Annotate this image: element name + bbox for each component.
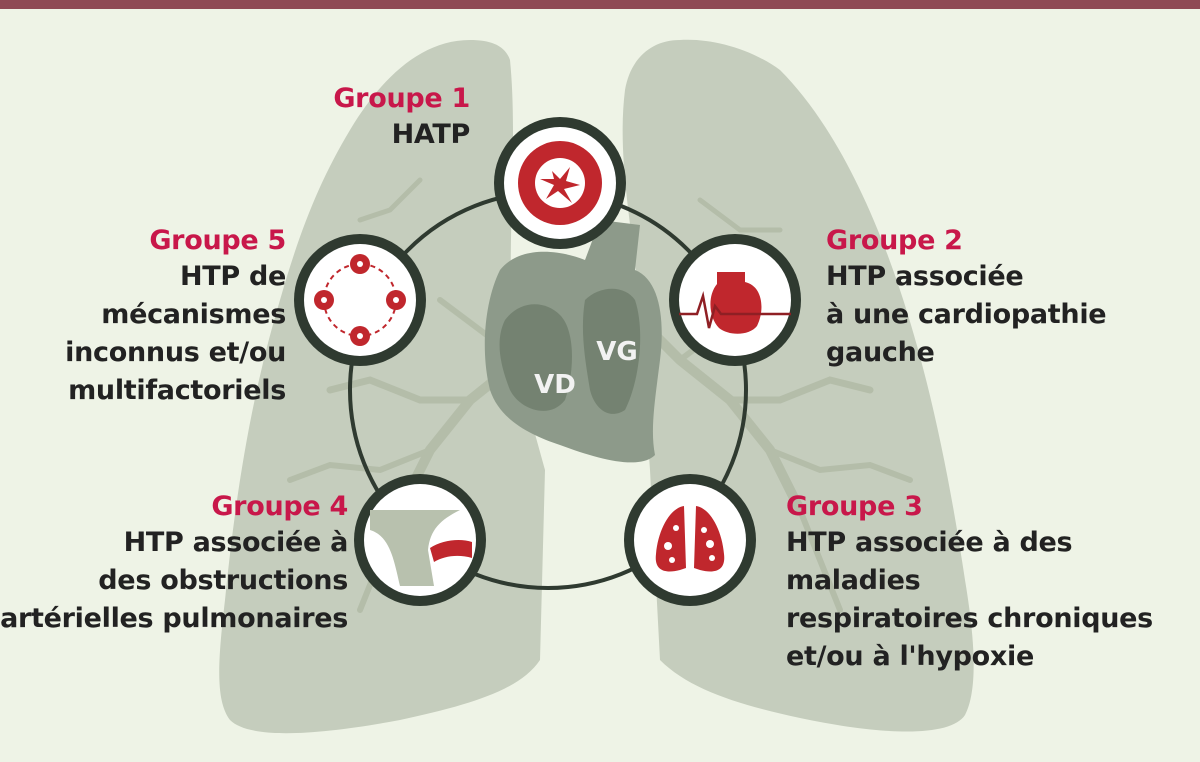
multifactorial-cycle-icon — [314, 254, 406, 346]
group-5-desc-line-1: HTP de mécanismes — [101, 261, 286, 330]
group-4-desc-line-1: HTP associée à — [123, 527, 349, 558]
group-1-node — [494, 117, 626, 249]
group-1-title: Groupe 1 — [333, 83, 470, 114]
group-2-label: Groupe 2 HTP associée à une cardiopathie… — [826, 224, 1107, 372]
group-1-desc-line-1: HATP — [391, 119, 471, 150]
group-3-label: Groupe 3 HTP associée à des maladies res… — [786, 490, 1200, 676]
group-3-desc-line-1: HTP associée à des maladies — [786, 527, 1073, 596]
vessel-lumen-icon — [518, 141, 602, 225]
group-4-label: Groupe 4 HTP associée à des obstructions… — [0, 490, 348, 638]
group-4-title: Groupe 4 — [211, 491, 348, 522]
group-5-desc-line-3: multifactoriels — [68, 375, 286, 406]
group-1-label: Groupe 1 HATP — [333, 82, 470, 154]
right-ventricle-shape — [499, 304, 572, 411]
group-5-label: Groupe 5 HTP de mécanismes inconnus et/o… — [0, 224, 286, 410]
left-ventricle-label: VG — [596, 337, 637, 367]
diseased-lungs-icon — [655, 506, 725, 572]
group-2-desc-line-2: à une cardiopathie — [826, 299, 1107, 330]
group-5-desc-line-2: inconnus et/ou — [65, 337, 286, 368]
group-2-desc-line-3: gauche — [826, 337, 935, 368]
group-3-desc-line-2: respiratoires chroniques — [786, 603, 1153, 634]
right-ventricle-label: VD — [534, 370, 576, 400]
group-3-desc-line-3: et/ou à l'hypoxie — [786, 641, 1034, 672]
group-3-node — [624, 474, 756, 606]
heart-illustration: VG VD — [484, 220, 662, 463]
artery-clot-icon — [370, 510, 472, 586]
group-2-desc-line-1: HTP associée — [826, 261, 1024, 292]
group-4-desc-line-2: des obstructions — [98, 565, 348, 596]
top-bar — [0, 0, 1200, 9]
group-4-node — [354, 474, 486, 606]
group-4-desc-line-3: artérielles pulmonaires — [0, 603, 348, 634]
heart-ecg-icon — [679, 272, 791, 334]
group-5-node — [294, 234, 426, 366]
left-ventricle-shape — [582, 288, 641, 414]
group-2-title: Groupe 2 — [826, 225, 963, 256]
group-5-title: Groupe 5 — [149, 225, 286, 256]
group-2-node — [669, 234, 801, 366]
group-3-title: Groupe 3 — [786, 491, 923, 522]
